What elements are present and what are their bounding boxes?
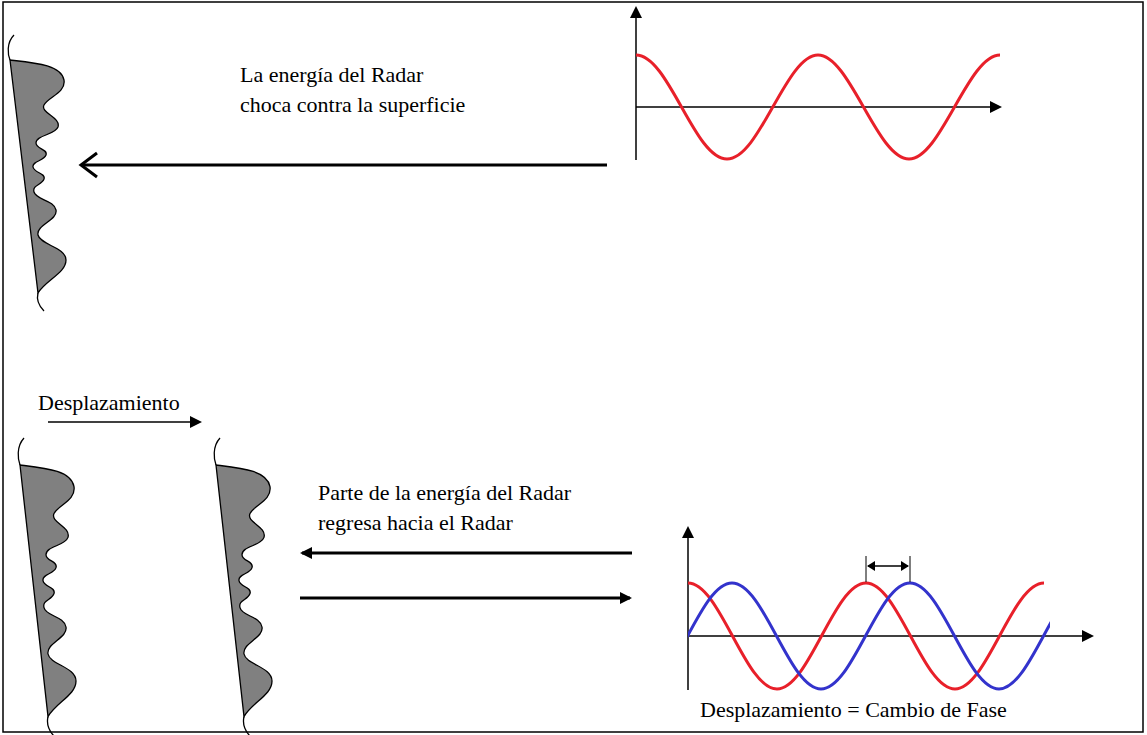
phase-tick (910, 556, 911, 582)
outgoing-arrow (300, 597, 630, 600)
phase-tick (866, 556, 867, 582)
displacement-arrow (48, 421, 200, 423)
surface (8, 35, 66, 311)
incident-arrow (82, 164, 607, 167)
phase-caption: Desplazamiento = Cambio de Fase (698, 697, 1009, 723)
surface (18, 438, 76, 735)
shifted-wave (688, 583, 1050, 689)
surface (214, 438, 272, 735)
x-axis (688, 635, 1092, 637)
y-axis (687, 528, 689, 690)
frame (3, 2, 1143, 732)
return-note: Parte de la energía del Radar regresa ha… (316, 478, 605, 538)
y-axis (635, 8, 637, 160)
displacement-label: Desplazamiento (36, 388, 182, 418)
arrow-head (81, 153, 97, 177)
emitted-wave (636, 55, 1000, 159)
return-arrow (302, 552, 632, 555)
arrow-head (901, 561, 909, 571)
incident-note: La energía del Radar choca contra la sup… (238, 60, 475, 120)
x-axis (636, 106, 1000, 108)
arrow-head (867, 561, 875, 571)
